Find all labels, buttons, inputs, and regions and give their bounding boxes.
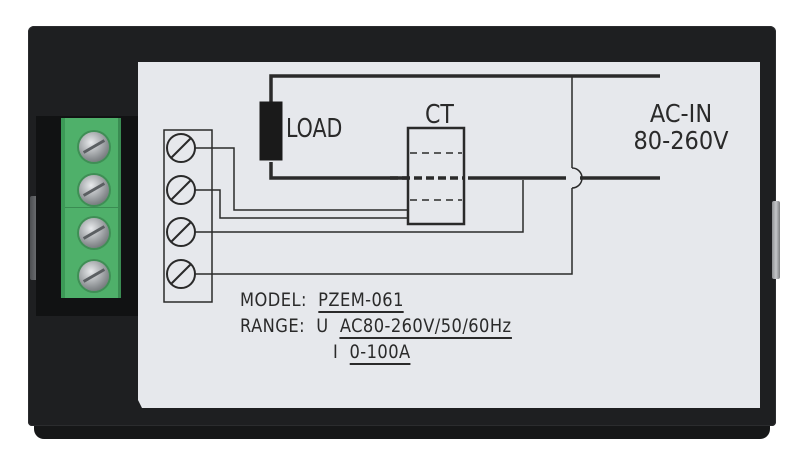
voltage-range-value: AC80-260V/50/60Hz [339,316,512,337]
ct-box [408,128,464,224]
terminal-screw-4-icon[interactable] [79,261,109,291]
ac-input-label: AC-IN 80-260V [623,100,740,154]
terminal-screw-2-icon[interactable] [79,175,109,205]
range-separator: : [299,316,305,337]
model-line: MODEL: PZEM-061 [240,290,404,311]
voltage-symbol: U [316,316,329,337]
power-meter-device: LOAD CT AC-IN 80-260V MODEL: PZEM-061 RA… [28,26,780,440]
terminal-screw-1-icon[interactable] [79,132,109,162]
model-value: PZEM-061 [318,290,404,311]
terminal-symbols [167,134,195,288]
wiring-diagram [138,62,760,408]
model-key: MODEL [240,290,301,311]
model-separator: : [300,290,307,311]
terminal-box-outline [164,130,212,302]
current-range-value: 0-100A [349,342,411,363]
wire-crossover [572,168,582,188]
terminal-block-divider [65,207,118,208]
ac-in-voltage: 80-260V [633,126,729,155]
ac-in-title: AC-IN [649,99,713,128]
mounting-clip-right [772,201,780,279]
load-resistor-symbol [260,102,282,160]
wiring-label: LOAD CT AC-IN 80-260V MODEL: PZEM-061 RA… [138,62,760,408]
range-key: RANGE [240,316,300,337]
load-label: LOAD [286,114,343,144]
signal-wires [195,76,572,274]
range-voltage-line: RANGE: U AC80-260V/50/60Hz [240,316,512,337]
current-symbol: I [333,342,339,363]
ct-label: CT [425,100,454,130]
range-current-line: I 0-100A [333,342,411,363]
terminal-screw-3-icon[interactable] [79,218,109,248]
green-terminal-block [61,118,121,298]
